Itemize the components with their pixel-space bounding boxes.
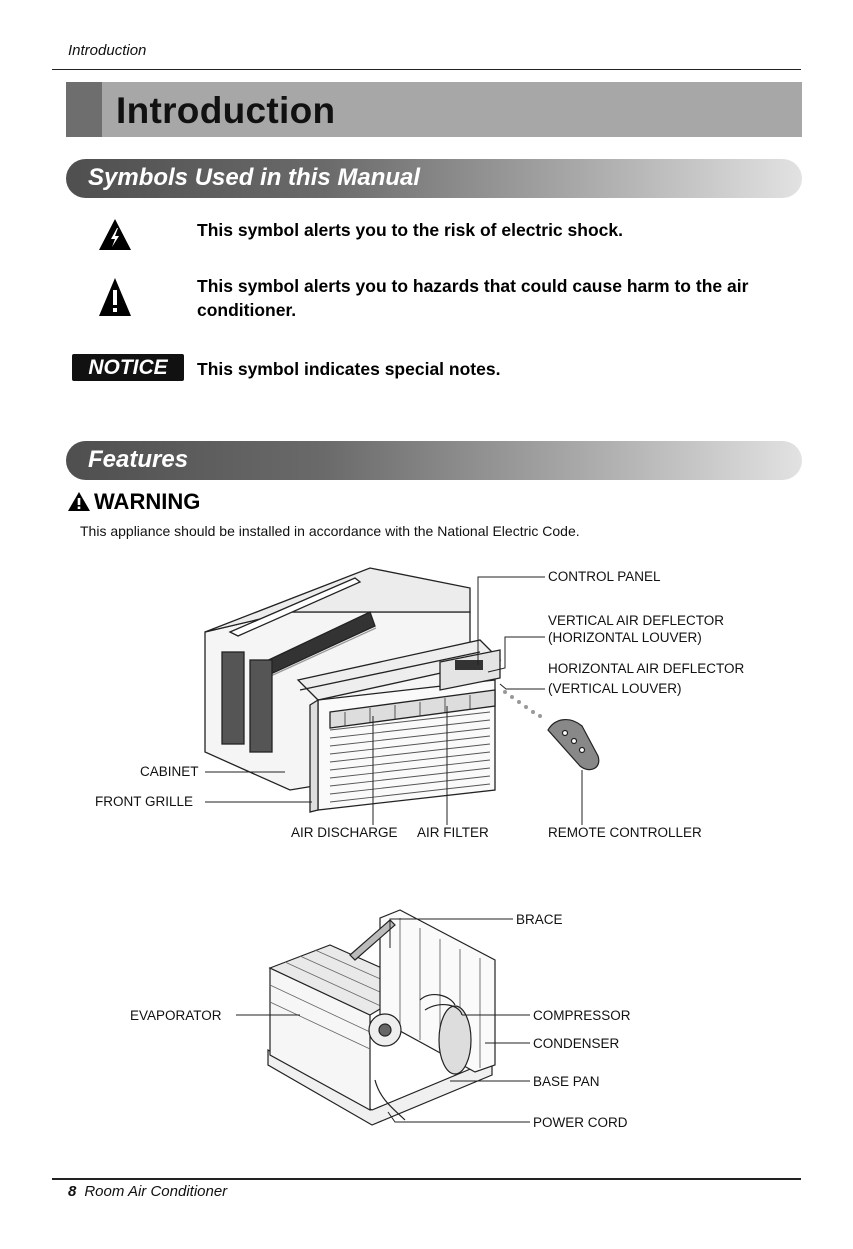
remote-controller-illustration (548, 720, 599, 770)
hazard-exclamation-icon (98, 277, 132, 322)
title-bar: Introduction (66, 82, 802, 137)
air-conditioner-chassis-illustration (268, 910, 495, 1125)
air-conditioner-exterior-illustration (205, 568, 542, 812)
label-compressor: COMPRESSOR (533, 1008, 631, 1024)
page-number: 8 (68, 1183, 76, 1200)
footer-rule (52, 1178, 801, 1180)
label-control-panel: CONTROL PANEL (548, 569, 661, 585)
label-cabinet: CABINET (140, 764, 199, 780)
label-front-grille: FRONT GRILLE (95, 794, 193, 810)
page-footer: 8 Room Air Conditioner (68, 1183, 227, 1200)
label-brace: BRACE (516, 912, 563, 928)
electric-shock-icon (98, 218, 132, 257)
warning-title: WARNING (94, 489, 200, 514)
symbols-section-heading: Symbols Used in this Manual (88, 164, 420, 192)
label-condenser: CONDENSER (533, 1036, 619, 1052)
symbols-section-heading-bar: Symbols Used in this Manual (66, 159, 802, 198)
title-accent-block (66, 82, 102, 137)
page-title: Introduction (116, 90, 335, 132)
label-vertical-air-deflector: VERTICAL AIR DEFLECTOR (548, 613, 724, 629)
features-section-heading-bar: Features (66, 441, 802, 480)
footer-title: Room Air Conditioner (84, 1183, 227, 1200)
label-power-cord: POWER CORD (533, 1115, 628, 1131)
running-header: Introduction (68, 42, 146, 59)
symbol-text-notice: This symbol indicates special notes. (197, 357, 797, 381)
notice-badge: NOTICE (72, 354, 184, 381)
symbol-text-hazard: This symbol alerts you to hazards that c… (197, 274, 797, 322)
label-vertical-louver: (VERTICAL LOUVER) (548, 681, 682, 697)
label-horizontal-louver: (HORIZONTAL LOUVER) (548, 630, 702, 646)
warning-text: This appliance should be installed in ac… (80, 523, 580, 539)
features-section-heading: Features (88, 446, 188, 474)
header-rule (52, 69, 801, 70)
label-horizontal-air-deflector: HORIZONTAL AIR DEFLECTOR (548, 661, 744, 677)
symbol-text-electric-shock: This symbol alerts you to the risk of el… (197, 218, 797, 242)
label-remote-controller: REMOTE CONTROLLER (548, 825, 702, 841)
diagram2-callout-lines (236, 919, 530, 1122)
label-evaporator: EVAPORATOR (130, 1008, 222, 1024)
warning-triangle-icon (68, 492, 90, 511)
label-air-filter: AIR FILTER (417, 825, 489, 841)
warning-heading: WARNING (68, 489, 200, 515)
label-base-pan: BASE PAN (533, 1074, 600, 1090)
label-air-discharge: AIR DISCHARGE (291, 825, 398, 841)
diagram1-callout-lines (205, 577, 582, 825)
